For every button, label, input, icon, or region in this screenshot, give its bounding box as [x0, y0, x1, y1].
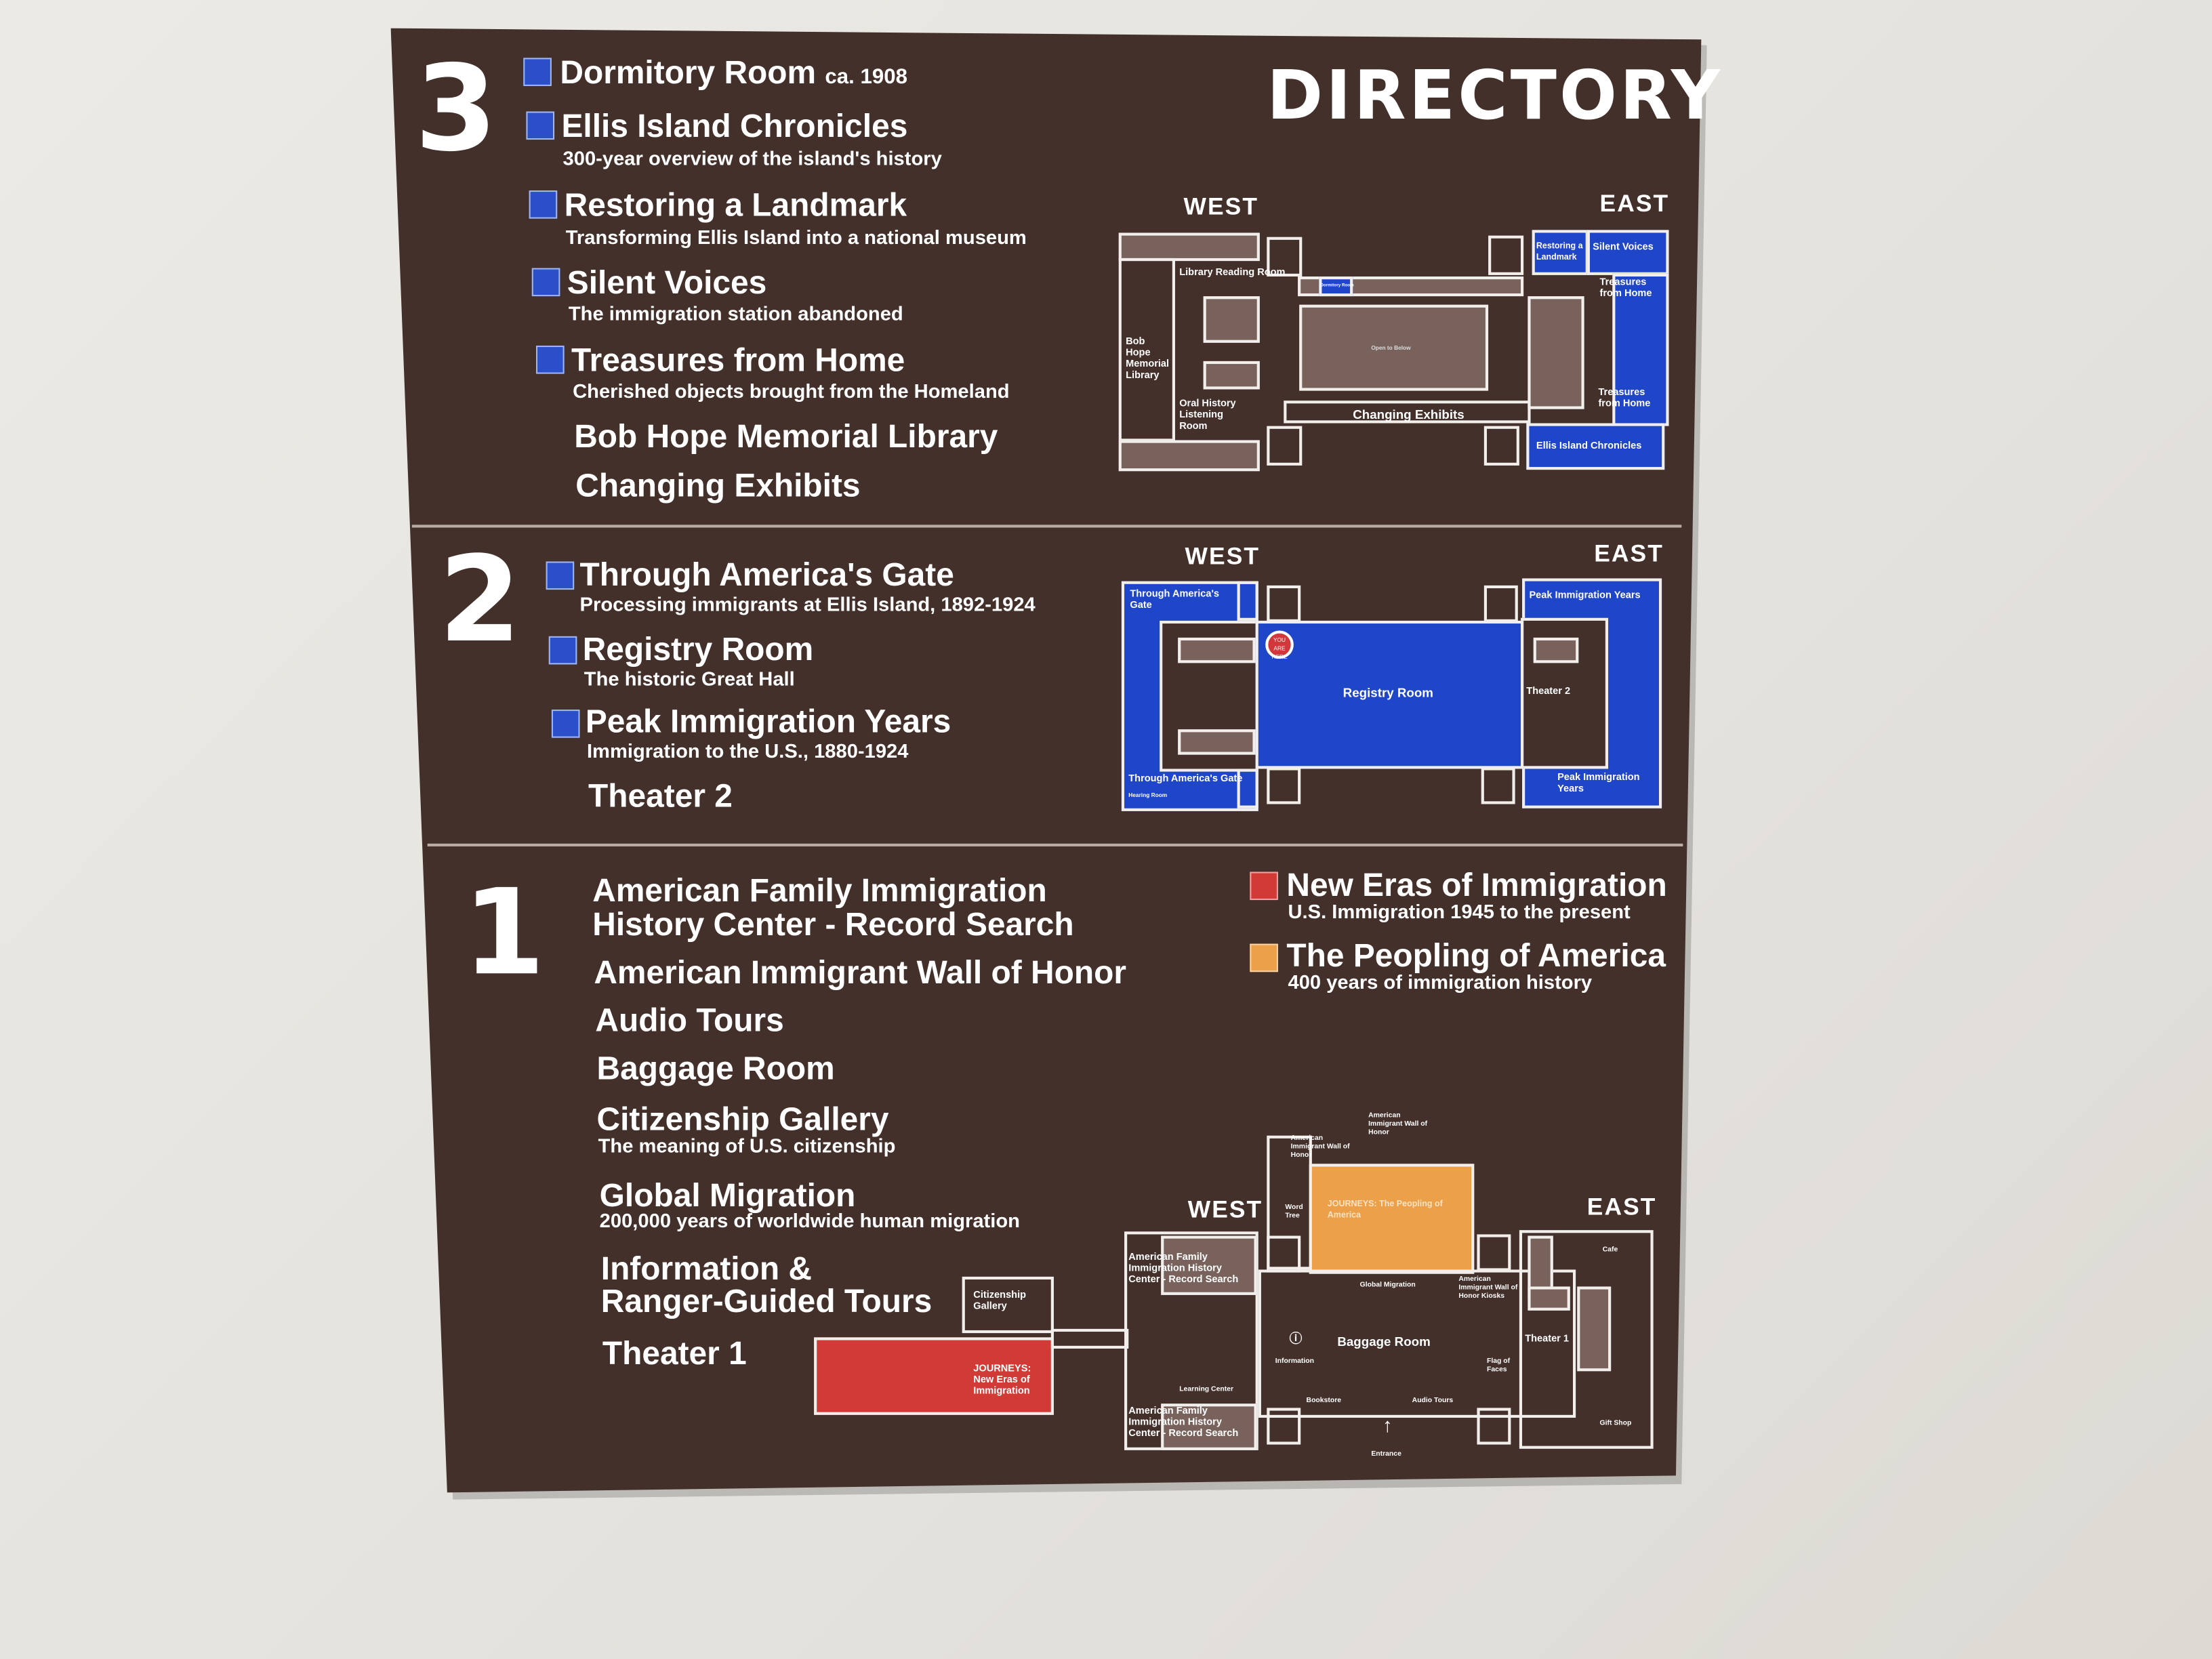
map-west-label: WEST	[1185, 543, 1261, 570]
map-label: Restoring a Landmark	[1536, 243, 1583, 263]
exhibit-registry-room: Registry Room	[582, 630, 814, 668]
blue-legend-square	[523, 58, 552, 86]
map-label: Bookstore	[1306, 1396, 1342, 1406]
exhibit-subtitle: 300-year overview of the island's histor…	[562, 146, 942, 169]
information-line-1: Information &	[600, 1250, 812, 1287]
blue-legend-square	[551, 710, 580, 738]
map-label: Information	[1275, 1357, 1315, 1366]
map-west-label: WEST	[1183, 193, 1259, 220]
exhibit-subtitle: Immigration to the U.S., 1880-1924	[586, 739, 909, 762]
map-label: American Family Immigration History Cent…	[1128, 1252, 1239, 1286]
map-label: Oral History Listening Room	[1179, 399, 1236, 432]
citizenship-gallery: Citizenship Gallery	[596, 1100, 889, 1137]
map-label: Baggage Room	[1337, 1334, 1431, 1349]
baggage-room: Baggage Room	[596, 1049, 835, 1086]
blue-legend-square	[546, 561, 575, 590]
exhibit-through-americas-gate: Through America's Gate	[579, 556, 954, 593]
map-label: Library Reading Room	[1179, 268, 1286, 279]
map-label: Treasures from Home	[1598, 388, 1651, 409]
map-label: Bob Hope Memorial Library	[1126, 337, 1170, 382]
map-label: Open to Below	[1371, 344, 1411, 352]
floor-divider	[427, 843, 1683, 846]
blue-legend-square	[529, 190, 558, 219]
map-label: Theater 2	[1526, 687, 1571, 697]
floor-number-3: 3	[414, 39, 497, 178]
exhibit-peak-immigration: Peak Immigration Years	[585, 702, 951, 739]
map-label: Through America's Gate	[1130, 590, 1220, 611]
blue-legend-square	[536, 345, 565, 374]
afihc-line-2: History Center - Record Search	[592, 905, 1074, 943]
floor-divider	[411, 525, 1682, 528]
map-label: Hearing Room	[1128, 791, 1168, 799]
map-label: Peak Immigration Years	[1529, 591, 1641, 601]
map-label: American Immigrant Wall of Honor	[1368, 1111, 1428, 1137]
global-migration: Global Migration	[599, 1176, 856, 1214]
map-label: Through America's Gate	[1128, 774, 1243, 785]
map-label: American Immigrant Wall of Honor Kiosks	[1458, 1275, 1518, 1301]
legend-new-eras: New Eras of Immigration	[1286, 866, 1667, 903]
exhibit-treasures-from-home: Treasures from Home	[571, 341, 905, 378]
map-label: Registry Room	[1343, 685, 1433, 700]
map-label: Cafe	[1602, 1246, 1618, 1254]
map-label: Ellis Island Chronicles	[1536, 441, 1642, 452]
map-label: Learning Center	[1179, 1385, 1234, 1394]
map-label: Entrance	[1371, 1450, 1401, 1459]
map-label: Silent Voices	[1593, 243, 1654, 253]
floor-number-1: 1	[462, 863, 546, 1002]
afihc-line-1: American Family Immigration	[592, 872, 1047, 909]
map-label: Changing Exhibits	[1353, 407, 1465, 422]
exhibit-subtitle: U.S. Immigration 1945 to the present	[1288, 900, 1631, 923]
exhibit-ellis-island-chronicles: Ellis Island Chronicles	[561, 107, 908, 144]
map-label: JOURNEYS: The Peopling of America	[1327, 1200, 1443, 1221]
map-label: Flag of Faces	[1487, 1357, 1511, 1374]
theater-1: Theater 1	[602, 1334, 747, 1372]
changing-exhibits: Changing Exhibits	[575, 467, 861, 504]
blue-legend-square	[531, 268, 560, 297]
map-label: JOURNEYS: New Eras of Immigration	[973, 1364, 1031, 1397]
map-east-label: EAST	[1594, 540, 1664, 567]
map-label: Word Tree	[1285, 1203, 1303, 1221]
audio-tours: Audio Tours	[595, 1001, 784, 1039]
exhibit-subtitle: Processing immigrants at Ellis Island, 1…	[579, 592, 1036, 615]
blue-legend-square	[548, 636, 577, 665]
exhibit-subtitle: Transforming Ellis Island into a nationa…	[565, 226, 1027, 249]
red-legend-square	[1250, 872, 1278, 901]
map-label: Gift Shop	[1599, 1419, 1632, 1428]
exhibit-subtitle: The immigration station abandoned	[568, 302, 903, 325]
exhibit-subtitle: The meaning of U.S. citizenship	[598, 1134, 896, 1157]
map-label: American Family Immigration History Cent…	[1128, 1406, 1239, 1439]
map-label: Treasures from Home	[1599, 278, 1652, 300]
you-are-here-marker: YOU ARE HERE	[1265, 630, 1294, 660]
directory-title: DIRECTORY	[1267, 56, 1723, 136]
map-label: Theater 1	[1525, 1334, 1569, 1345]
blue-legend-square	[526, 111, 555, 140]
exhibit-restoring-landmark: Restoring a Landmark	[564, 186, 907, 223]
exhibit-subtitle: The historic Great Hall	[583, 667, 795, 690]
map-west-label: WEST	[1187, 1196, 1263, 1223]
floor-number-2: 2	[438, 530, 522, 669]
exhibit-subtitle: 200,000 years of worldwide human migrati…	[599, 1208, 1020, 1232]
info-icon: ⓘ	[1289, 1332, 1303, 1346]
orange-legend-square	[1250, 943, 1278, 972]
bob-hope-library: Bob Hope Memorial Library	[574, 417, 998, 455]
map-label: Dormitory Room	[1320, 282, 1354, 288]
map-east-label: EAST	[1586, 1193, 1657, 1221]
map-label: Peak Immigration Years	[1557, 773, 1640, 794]
map-east-label: EAST	[1599, 190, 1670, 218]
wall-of-honor: American Immigrant Wall of Honor	[594, 954, 1126, 991]
map-label: Global Migration	[1359, 1281, 1416, 1290]
map-label: Audio Tours	[1412, 1396, 1454, 1406]
exhibit-silent-voices: Silent Voices	[567, 264, 767, 301]
entrance-arrow-icon: ↑	[1382, 1413, 1393, 1437]
information-line-2: Ranger-Guided Tours	[600, 1282, 933, 1319]
exhibit-subtitle: Cherished objects brought from the Homel…	[573, 379, 1010, 403]
map-label: American Immigrant Wall of Honor	[1290, 1134, 1350, 1160]
legend-peopling: The Peopling of America	[1286, 937, 1666, 974]
theater-2: Theater 2	[588, 777, 733, 815]
exhibit-subtitle: 400 years of immigration history	[1288, 970, 1593, 994]
map-label: Citizenship Gallery	[973, 1290, 1027, 1312]
exhibit-dormitory-room: Dormitory Room ca. 1908	[560, 54, 907, 91]
